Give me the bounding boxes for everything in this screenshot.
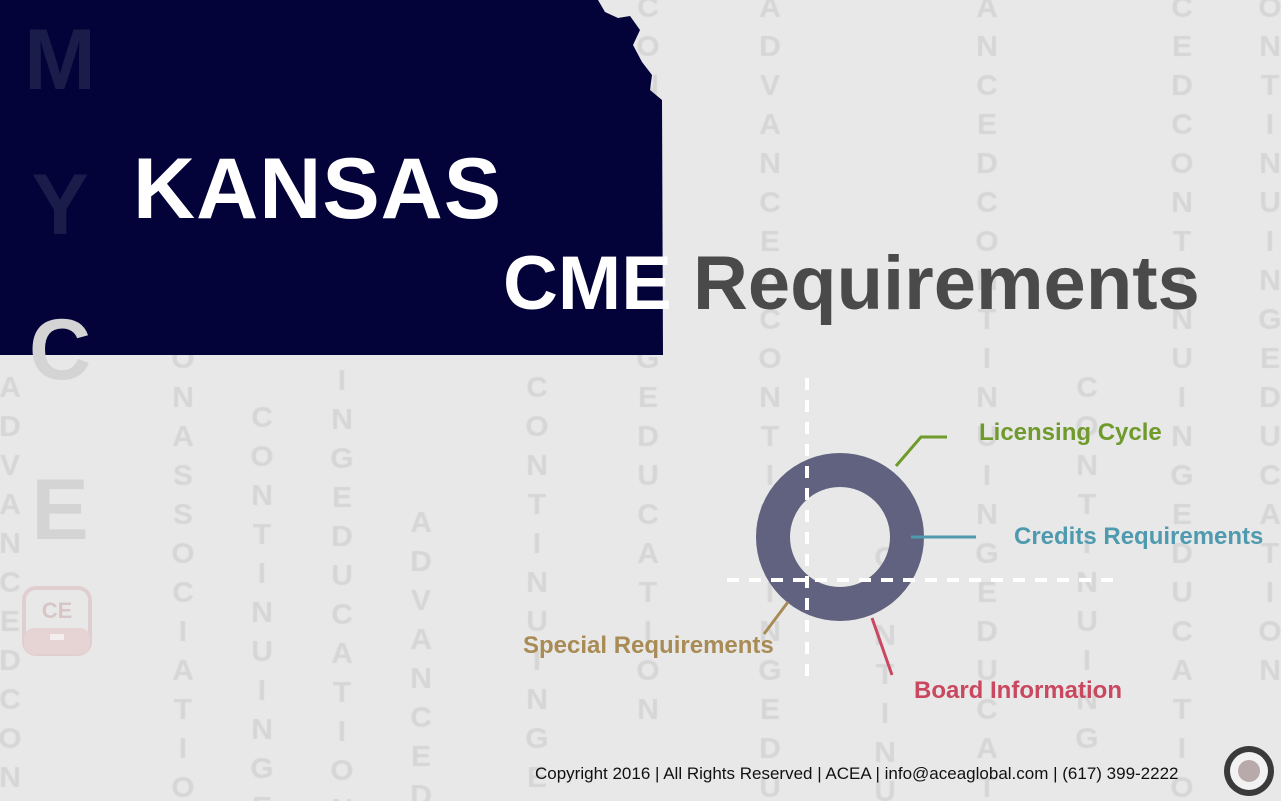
acea-seal-logo — [1224, 746, 1274, 796]
side-letter-y: Y — [31, 157, 89, 253]
subtitle: CME Requirements — [503, 240, 1200, 328]
subtitle-cme: CME — [503, 241, 672, 326]
licensing-connector — [894, 435, 947, 467]
ce-certificate-icon: CE — [22, 586, 92, 656]
label-credits-requirements: Credits Requirements — [1014, 523, 1264, 550]
label-special-requirements: Special Requirements — [523, 632, 774, 659]
label-board-information: Board Information — [914, 677, 1122, 704]
special-connector — [762, 601, 790, 635]
ring — [756, 453, 924, 621]
subtitle-requirements: Requirements — [693, 241, 1200, 326]
side-letter-m: M — [24, 12, 96, 108]
side-letter-e: E — [31, 462, 89, 558]
side-letter-c: C — [28, 302, 92, 398]
state-title: KANSAS — [133, 141, 503, 237]
kansas-map-shape — [0, 0, 663, 355]
label-licensing-cycle: Licensing Cycle — [979, 419, 1162, 446]
copyright-footer: Copyright 2016 | All Rights Reserved | A… — [535, 764, 1179, 783]
ce-icon-label: CE — [42, 598, 73, 623]
board-connector — [870, 617, 894, 676]
